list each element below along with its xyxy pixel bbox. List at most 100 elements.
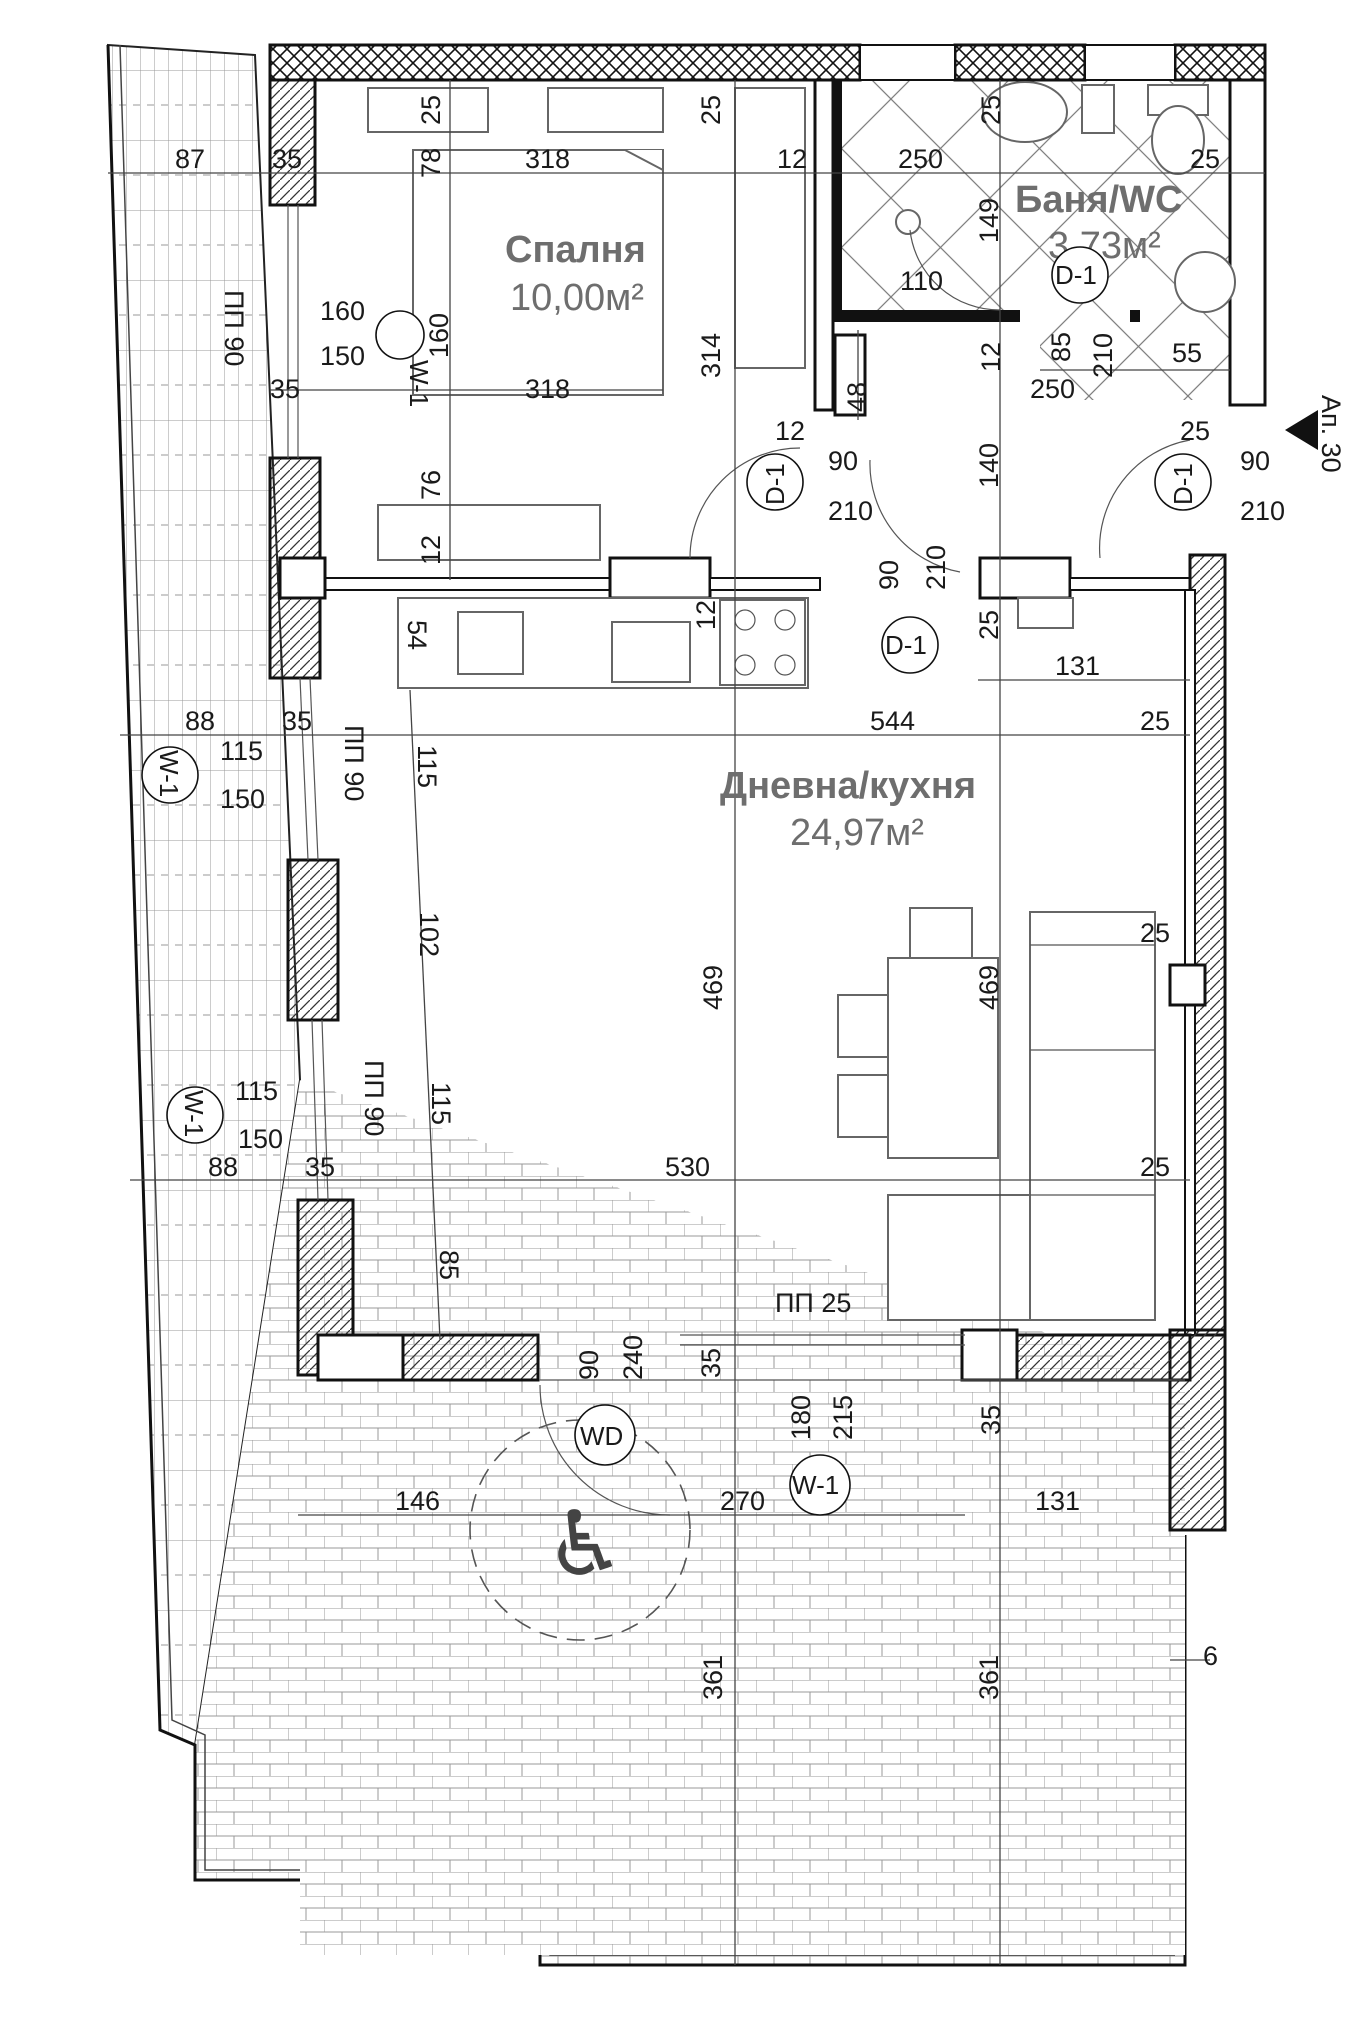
dim: 250 <box>898 144 943 174</box>
tag-w1-terrace: W-1 <box>792 1470 839 1500</box>
tag-d1-entry: D-1 <box>1168 463 1198 505</box>
bathroom-tiles-lower <box>1040 320 1240 400</box>
dim: 250 <box>1030 374 1075 404</box>
bed-left-wall <box>268 78 317 207</box>
bed <box>412 149 664 396</box>
dim: 140 <box>974 443 1004 488</box>
dim: 25 <box>1140 706 1170 736</box>
room-area-living: 24,97м² <box>790 812 924 854</box>
dim: 115 <box>235 1076 278 1106</box>
dim: 85 <box>434 1250 464 1280</box>
sill-pp90-b: ПП 90 <box>339 725 369 801</box>
sofa <box>1029 911 1156 1321</box>
dim: 115 <box>426 1082 456 1125</box>
dim: 25 <box>974 610 1004 640</box>
wardrobe-wall <box>813 78 835 412</box>
hall-wall-a <box>978 556 1072 600</box>
bed-bottom-wall-a <box>319 577 611 591</box>
dim: 314 <box>696 333 726 378</box>
dimension-lines <box>108 80 1265 1965</box>
dim: 180 <box>786 1395 816 1440</box>
sill-pp90-c: ПП 90 <box>359 1060 389 1136</box>
washing-machine <box>1174 251 1236 313</box>
dim: 12 <box>976 342 1006 372</box>
dim: 25 <box>416 95 446 125</box>
room-name-living: Дневна/кухня <box>720 765 976 807</box>
dim: 270 <box>720 1486 765 1516</box>
dim: 25 <box>1140 1152 1170 1182</box>
dim: 115 <box>412 745 442 788</box>
dim: 361 <box>974 1655 1004 1700</box>
dim: 90 <box>874 560 904 590</box>
dim: 150 <box>238 1124 283 1154</box>
hob <box>611 621 691 683</box>
bed-bottom-wall-b <box>608 556 712 600</box>
dim: 90 <box>574 1350 604 1380</box>
wheelchair-icon: ♿ <box>545 1492 626 1597</box>
bed-bottom-wall-c <box>709 577 821 591</box>
dim: 25 <box>1140 918 1170 948</box>
dim: 35 <box>272 144 302 174</box>
dim: 146 <box>395 1486 440 1516</box>
room-name-bathroom: Баня/WC <box>1015 179 1182 221</box>
walls <box>268 43 1267 1532</box>
left-pier <box>286 858 340 1022</box>
dim: 12 <box>691 600 721 630</box>
dim: 88 <box>185 706 215 736</box>
bed-pillow-right <box>547 87 664 133</box>
tag-d1-bath: D-1 <box>1055 260 1097 290</box>
dim: 530 <box>665 1152 710 1182</box>
dim: 12 <box>416 535 446 565</box>
bath-bottom-wall-b <box>1130 310 1140 322</box>
hall-wall-b <box>1069 577 1191 591</box>
dining-table <box>887 957 999 1159</box>
door-swings <box>539 229 1191 1516</box>
dim: 35 <box>696 1348 726 1378</box>
stove <box>719 599 806 686</box>
dim: 210 <box>921 545 951 590</box>
sill-pp90-a: ПП 90 <box>219 290 249 366</box>
kitchen-sink <box>1017 597 1074 629</box>
dim: 150 <box>320 341 365 371</box>
element-tags: D-1 D-1 D-1 D-1 W-1 W-1 W-1 W-1 WD <box>141 246 1212 1516</box>
fridge <box>457 611 524 675</box>
dim: 240 <box>618 1335 648 1380</box>
dim: 87 <box>175 144 205 174</box>
dim: 6 <box>1203 1641 1218 1671</box>
dim: 110 <box>900 266 943 296</box>
dim: 149 <box>974 198 1004 243</box>
dim: 25 <box>696 95 726 125</box>
dim: 361 <box>698 1655 728 1700</box>
dim: 318 <box>525 144 570 174</box>
column-a <box>278 556 327 600</box>
bath-right-wall <box>1228 78 1267 407</box>
chair-left-b <box>837 1074 889 1138</box>
top-wall-hatched-a <box>268 43 862 82</box>
dim: 469 <box>698 965 728 1010</box>
bath-cabinet <box>1081 84 1115 134</box>
room-name-bedroom: Спалня <box>505 229 646 271</box>
right-wall-inner <box>1184 589 1196 1336</box>
dim: 544 <box>870 706 915 736</box>
chair-left-a <box>837 994 889 1058</box>
top-wall-opening-a <box>859 44 956 81</box>
top-wall-hatched-c <box>1173 43 1267 82</box>
top-wall-opening-b <box>1084 44 1176 81</box>
wardrobe <box>734 87 806 369</box>
column-c <box>316 1333 405 1382</box>
dim: 35 <box>270 374 300 404</box>
dim: 12 <box>777 144 807 174</box>
dim: 318 <box>525 374 570 404</box>
room-area-bedroom: 10,00м² <box>510 277 644 319</box>
dim: 48 <box>842 382 872 412</box>
dim: 88 <box>208 1152 238 1182</box>
dim: 25 <box>976 95 1006 125</box>
bath-bottom-wall-a <box>830 310 1020 322</box>
dim: 150 <box>220 784 265 814</box>
tag-w1-liv-b: W-1 <box>179 1090 209 1137</box>
dim: 131 <box>1055 651 1100 681</box>
dim: 78 <box>416 148 446 178</box>
dim: 25 <box>1190 144 1220 174</box>
tag-w1-bed: W-1 <box>404 360 434 407</box>
